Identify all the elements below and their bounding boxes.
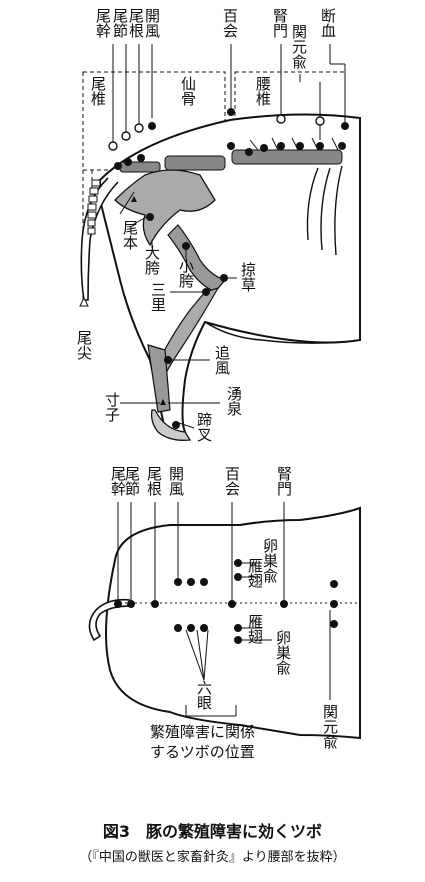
- label-ryoso: 掠草: [239, 262, 257, 292]
- top-label-ransoyu-upper: 卵巣兪: [261, 538, 279, 583]
- label-bisetsu: 尾節: [111, 8, 129, 38]
- label-senkotsu: 仙骨: [179, 76, 197, 106]
- label-teisa: 蹄叉: [195, 412, 213, 442]
- top-label-rokugan: 六眼: [195, 680, 213, 710]
- label-bikan: 尾幹: [94, 8, 112, 38]
- label-yusen: 湧泉: [225, 386, 243, 416]
- label-hyakue: 百会: [221, 8, 239, 38]
- top-view-tail: [88, 598, 131, 642]
- hoof: [150, 409, 192, 441]
- label-tsuifu: 追風: [213, 345, 231, 375]
- top-leader-lines: [117, 502, 331, 717]
- top-label-ransoyu-lower: 卵巣兪: [274, 630, 292, 675]
- note-line-1: 繁殖障害に関係: [150, 723, 256, 741]
- label-sanri: 三里: [149, 282, 167, 312]
- label-bihon: 尾本: [121, 220, 139, 250]
- tibia: [154, 286, 220, 376]
- top-label-bikon: 尾根: [145, 466, 163, 496]
- belly-line: [204, 321, 346, 344]
- label-sunshi: 寸子: [103, 392, 121, 422]
- pig-rump-top-view: [105, 506, 361, 740]
- label-kaifu: 開風: [143, 8, 161, 38]
- top-label-gansi-upper: 雁翅: [246, 558, 264, 588]
- top-label-bisetsu: 尾節: [123, 466, 141, 496]
- top-label-gansi-lower: 雁翅: [246, 614, 264, 644]
- note-line-2: するツボの位置: [150, 743, 255, 761]
- top-label-jinmon: 腎門: [275, 466, 293, 496]
- label-daiko: 大胯: [143, 245, 161, 275]
- side-leader-lines: [112, 44, 346, 429]
- ribs: [306, 165, 343, 256]
- side-points: [79, 108, 349, 429]
- top-label-hyakue: 百会: [223, 466, 241, 496]
- pelvis-bone: [114, 169, 216, 247]
- top-label-bikan: 尾幹: [109, 466, 127, 496]
- top-points: [114, 559, 338, 644]
- spine: [119, 137, 343, 173]
- label-shoko: 小胯: [177, 258, 195, 288]
- label-yotsui: 腰椎: [254, 76, 272, 106]
- tail-vertebrae: [87, 179, 101, 235]
- label-bitsui: 尾椎: [89, 76, 107, 106]
- figure-source: （『中国の獣医と家畜針灸』より腰部を抜粋）: [79, 850, 346, 865]
- figure-title: 図3 豚の繁殖障害に効くツボ: [102, 822, 323, 841]
- label-bisen: 尾尖: [75, 330, 93, 360]
- top-label-kangenyu: 関元兪: [321, 704, 339, 749]
- top-label-kaifu: 開風: [167, 466, 185, 496]
- label-bikon: 尾根: [127, 8, 145, 38]
- label-kangenyu: 関元兪: [290, 24, 308, 69]
- label-danketsu: 断血: [319, 8, 337, 38]
- label-jinmon: 腎門: [271, 8, 289, 38]
